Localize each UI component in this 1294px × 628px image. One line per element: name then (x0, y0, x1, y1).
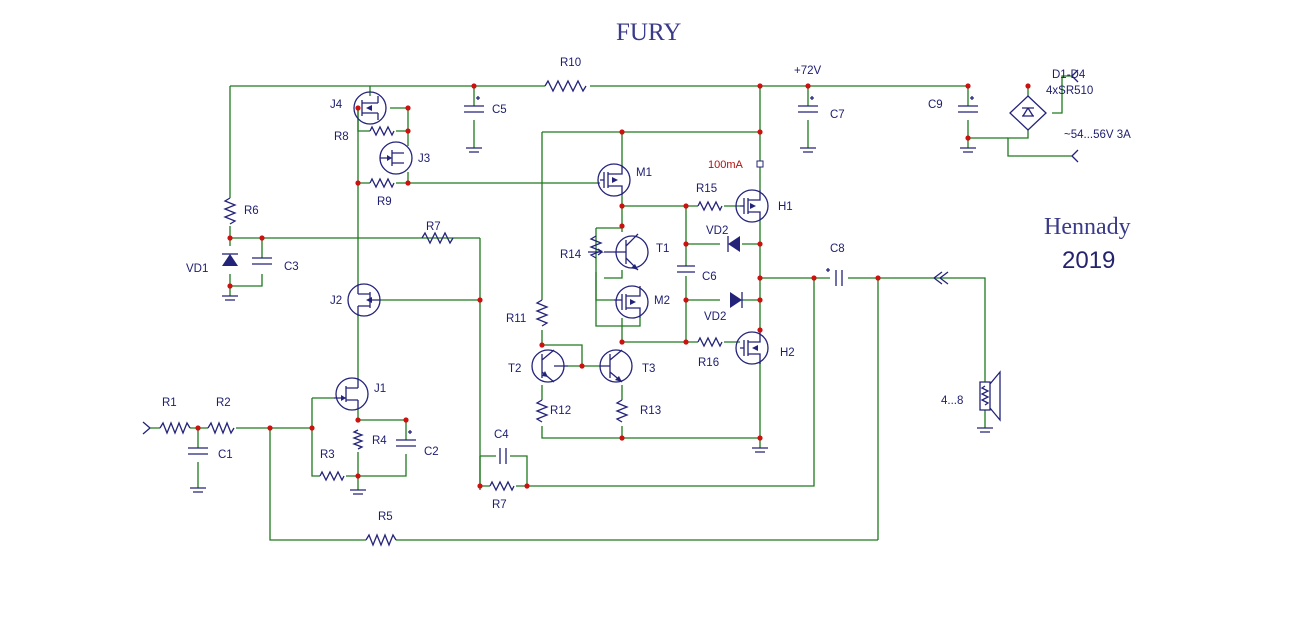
label-r7-top: R7 (426, 221, 441, 233)
capacitor-c5-symbol (464, 96, 484, 113)
label-r6: R6 (244, 205, 259, 217)
rectifier-name-label: D1-D4 (1052, 69, 1086, 81)
resistor-r8-symbol (369, 125, 395, 137)
label-c3: C3 (284, 261, 299, 273)
label-j4: J4 (330, 99, 343, 111)
capacitor-c2-symbol (396, 430, 416, 447)
label-j1: J1 (374, 383, 386, 395)
label-r14: R14 (560, 249, 582, 261)
label-r4: R4 (372, 435, 387, 447)
resistors (159, 79, 723, 547)
resistor-r9-symbol (369, 177, 395, 189)
label-c8: C8 (830, 243, 845, 255)
capacitor-c4-symbol (499, 448, 507, 464)
resistor-r11-symbol (535, 299, 549, 327)
label-r5: R5 (378, 511, 393, 523)
label-r2: R2 (216, 397, 231, 409)
resistor-r15-symbol (697, 200, 723, 212)
capacitors (188, 96, 978, 464)
bias-current-label: 100mA (708, 159, 744, 171)
label-h2: H2 (780, 347, 795, 359)
capacitor-c8-symbol (826, 268, 843, 286)
label-r9: R9 (377, 196, 392, 208)
resistor-r5-symbol (365, 533, 397, 547)
output-terminal-icon (933, 271, 949, 285)
label-c1: C1 (218, 449, 233, 461)
speaker-impedance-label: 4...8 (941, 395, 963, 407)
resistor-r4-symbol (352, 429, 364, 450)
label-r10: R10 (560, 57, 581, 69)
label-r15: R15 (696, 183, 717, 195)
resistor-r7-bottom-symbol (489, 480, 515, 492)
diodes (222, 236, 743, 308)
rectifier-input-label: ~54...56V 3A (1064, 129, 1131, 141)
resistor-r14-symbol (589, 235, 603, 259)
capacitor-c1-symbol (188, 447, 208, 455)
diode-vd2-bottom-symbol (730, 292, 742, 308)
label-r12: R12 (550, 405, 571, 417)
resistor-r7-top-symbol (421, 231, 454, 245)
label-r8: R8 (334, 131, 349, 143)
diode-vd2-top-symbol (728, 236, 740, 252)
label-r11: R11 (506, 313, 526, 325)
label-m1: M1 (636, 167, 652, 179)
resistor-r14-wiper (588, 248, 604, 256)
label-r3: R3 (320, 449, 335, 461)
label-vd1: VD1 (186, 263, 208, 275)
resistor-r10-symbol (544, 79, 587, 93)
wires (150, 75, 1072, 541)
label-m2: M2 (654, 295, 670, 307)
label-c2: C2 (424, 446, 439, 458)
junctions (195, 83, 1031, 489)
label-c7: C7 (830, 109, 845, 121)
label-r7-bottom: R7 (492, 499, 507, 511)
bridge-rectifier-symbol (1009, 95, 1047, 131)
capacitor-c6-symbol (677, 265, 695, 273)
labels: FURY Hennady 2019 +72V 100mA D1-D4 4xSR5… (162, 19, 1131, 523)
label-h1: H1 (778, 201, 793, 213)
label-t2: T2 (508, 363, 521, 375)
label-j2: J2 (330, 295, 342, 307)
diagram-title: FURY (616, 19, 681, 46)
resistor-r1-symbol (159, 421, 191, 435)
diode-vd1-symbol (222, 254, 238, 266)
label-t3: T3 (642, 363, 655, 375)
label-r1: R1 (162, 397, 177, 409)
resistor-r13-symbol (615, 399, 629, 423)
grounds (190, 147, 993, 495)
author-name: Hennady (1044, 214, 1131, 240)
label-r16: R16 (698, 357, 719, 369)
label-t1: T1 (656, 243, 669, 255)
rectifier-part-label: 4xSR510 (1046, 85, 1093, 97)
resistor-r6-symbol (223, 197, 237, 225)
year-label: 2019 (1062, 247, 1115, 274)
label-vd2-bottom: VD2 (704, 311, 726, 323)
bridge-and-misc (142, 69, 1079, 435)
label-vd2-top: VD2 (706, 225, 728, 237)
resistor-r2-symbol (207, 421, 235, 435)
supply-voltage-label: +72V (794, 65, 822, 77)
resistor-r3-symbol (319, 470, 345, 482)
capacitor-c9-symbol (958, 96, 978, 113)
label-c6: C6 (702, 271, 717, 283)
input-terminal-icon (142, 421, 151, 435)
resistor-r16-symbol (697, 336, 723, 348)
transistors (334, 91, 769, 411)
resistor-r12-symbol (535, 399, 549, 423)
label-j3: J3 (418, 153, 430, 165)
label-c4: C4 (494, 429, 509, 441)
capacitor-c3-symbol (252, 257, 272, 265)
speaker-icon (979, 370, 1001, 422)
label-c5: C5 (492, 104, 507, 116)
label-c9: C9 (928, 99, 943, 111)
capacitor-c7-symbol (798, 96, 818, 113)
label-r13: R13 (640, 405, 661, 417)
